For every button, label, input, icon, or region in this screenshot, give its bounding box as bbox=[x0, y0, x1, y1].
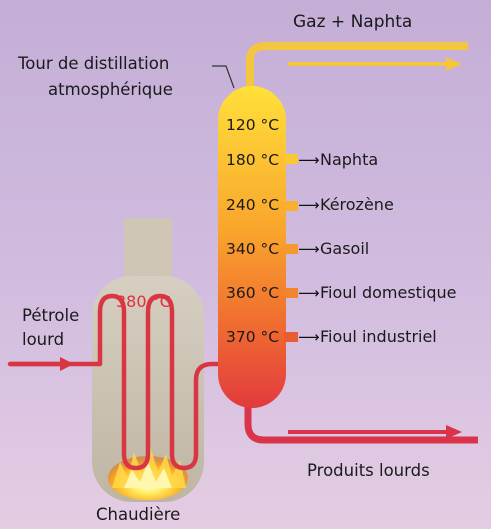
output-product-3: Gasoil bbox=[320, 239, 370, 258]
boiler-temperature: 380 °C bbox=[116, 292, 171, 311]
output-temp-3: 340 °C bbox=[226, 240, 280, 258]
output-product-4: Fioul domestique bbox=[320, 283, 457, 302]
boiler-coil bbox=[7, 293, 229, 471]
output-arrow-3: ⟶ bbox=[298, 240, 320, 258]
bottom-pipe bbox=[244, 398, 478, 444]
output-arrow-5: ⟶ bbox=[298, 328, 320, 346]
tower-label-line2: atmosphérique bbox=[48, 80, 173, 99]
side-stubs bbox=[284, 154, 298, 342]
distillation-column bbox=[218, 86, 286, 408]
bottom-output-label: Produits lourds bbox=[307, 461, 430, 480]
output-temp-2: 240 °C bbox=[226, 196, 280, 214]
output-arrow-4: ⟶ bbox=[298, 284, 320, 302]
output-temp-5: 370 °C bbox=[226, 328, 280, 346]
output-temp-4: 360 °C bbox=[226, 284, 280, 302]
boiler-label: Chaudière bbox=[96, 505, 181, 524]
input-label-line1: Pétrole bbox=[22, 306, 80, 325]
output-product-1: Naphta bbox=[320, 150, 379, 169]
top-temperature: 120 °C bbox=[226, 116, 280, 134]
tower-label-leader bbox=[212, 65, 235, 89]
top-output-label: Gaz + Naphta bbox=[293, 12, 413, 32]
output-arrow-1: ⟶ bbox=[298, 151, 320, 169]
top-arrow bbox=[288, 57, 462, 71]
input-label-line2: lourd bbox=[22, 330, 65, 349]
output-arrow-2: ⟶ bbox=[298, 196, 320, 214]
top-pipe bbox=[246, 42, 468, 90]
input-arrow bbox=[10, 357, 74, 371]
output-product-2: Kérozène bbox=[320, 195, 394, 214]
output-temp-1: 180 °C bbox=[226, 151, 280, 169]
bottom-arrow bbox=[288, 425, 462, 439]
tower-label-line1: Tour de distillation bbox=[18, 54, 170, 73]
output-product-5: Fioul industriel bbox=[320, 327, 437, 346]
